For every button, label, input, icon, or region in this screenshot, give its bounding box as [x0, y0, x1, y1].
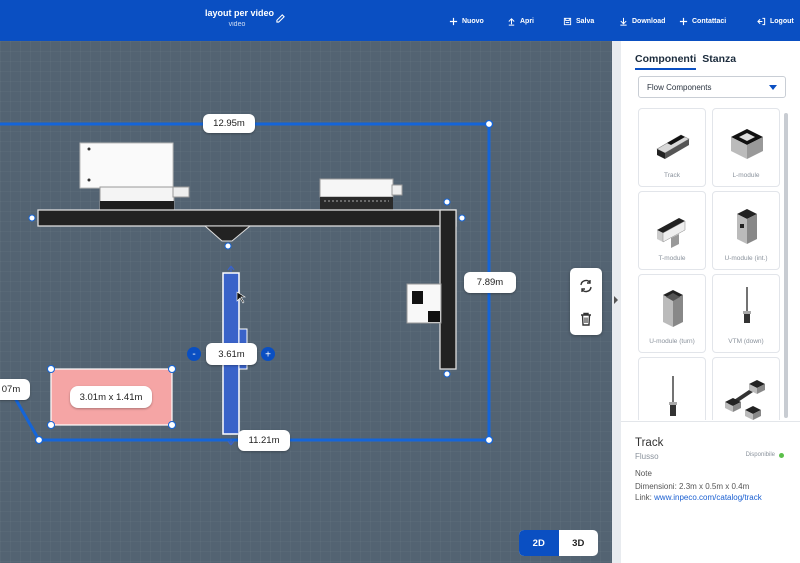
- chevron-down-icon: [769, 85, 777, 90]
- detail-component-category: Flusso: [635, 452, 659, 461]
- availability-status: Disponibile: [745, 452, 775, 458]
- project-title-block: layout per video video: [205, 8, 275, 28]
- top-wall-dimension: 12.95m: [203, 114, 255, 133]
- component-grid: Track L-module T-m: [638, 108, 782, 420]
- top-toolbar: layout per video video Nuovo Apri Salva …: [0, 0, 800, 41]
- category-select[interactable]: Flow Components: [638, 76, 786, 98]
- component-panel: Componenti Stanza Flow Components Track: [621, 41, 800, 563]
- download-icon: [620, 17, 627, 26]
- open-button[interactable]: Apri: [507, 15, 534, 27]
- trash-icon: [581, 312, 591, 326]
- tab-room[interactable]: Stanza: [702, 53, 737, 65]
- chevron-right-icon: [614, 296, 618, 304]
- track-vertical-right[interactable]: [406, 209, 457, 370]
- catalog-link[interactable]: www.inpeco.com/catalog/track: [654, 493, 762, 502]
- vtm-up-icon: [669, 376, 677, 416]
- object-tools: [570, 268, 602, 335]
- l-module-icon: [731, 129, 763, 159]
- length-increase-button[interactable]: +: [261, 347, 275, 361]
- panel-divider: [621, 421, 800, 422]
- floor-plan-drawing: - +: [0, 119, 494, 446]
- tab-components[interactable]: Componenti: [635, 53, 697, 70]
- category-select-value: Flow Components: [647, 82, 712, 92]
- save-button[interactable]: Salva: [563, 15, 594, 27]
- u-module-turn-icon: [663, 290, 683, 327]
- download-button[interactable]: Download: [619, 15, 665, 27]
- mouse-cursor: [236, 291, 247, 304]
- detail-link-row: Link: www.inpeco.com/catalog/track: [635, 493, 762, 502]
- length-decrease-button[interactable]: -: [187, 347, 201, 361]
- track-length-dimension: 3.61m: [206, 343, 257, 365]
- component-card-u-module-int[interactable]: U-module (int.): [712, 191, 780, 270]
- track-end-handles[interactable]: [28, 198, 466, 378]
- status-dot-icon: [779, 453, 784, 458]
- switch-module-icon: [725, 380, 765, 420]
- component-label: Track: [663, 172, 680, 179]
- edit-title-icon[interactable]: [276, 10, 285, 28]
- u-module-int-icon: [737, 209, 757, 244]
- left-wall-dimension: 07m: [0, 379, 30, 400]
- component-list-scrollbar[interactable]: [784, 113, 788, 418]
- component-label: U-module (turn): [649, 338, 695, 345]
- upload-icon: [508, 17, 515, 26]
- panel-tabs: Componenti Stanza: [635, 53, 736, 70]
- floor-plan-canvas[interactable]: - + 12.95m 7.89m 11.21m 07m 3.61m: [0, 41, 612, 563]
- component-card-switch[interactable]: [712, 357, 780, 420]
- logout-icon: [757, 17, 766, 25]
- rotate-icon: [580, 279, 592, 293]
- component-label: T-module: [658, 255, 686, 262]
- component-card-track[interactable]: Track: [638, 108, 706, 187]
- component-label: U-module (int.): [724, 255, 768, 262]
- area-size-dimension: 3.01m x 1.41m: [70, 386, 152, 408]
- save-button-label: Salva: [576, 17, 595, 25]
- detail-note-label: Note: [635, 469, 652, 478]
- delete-button[interactable]: [578, 311, 594, 327]
- project-subtitle: video: [228, 21, 246, 28]
- track-module-icon: [656, 134, 690, 159]
- plus-icon: [449, 17, 458, 25]
- detail-link-label: Link:: [635, 493, 652, 502]
- view-mode-toggle: 2D 3D: [519, 530, 598, 556]
- component-card-vtm-down[interactable]: VTM (down): [712, 274, 780, 353]
- component-label: VTM (down): [728, 338, 764, 345]
- length-decrease-label: -: [192, 349, 195, 360]
- rotate-button[interactable]: [578, 278, 594, 294]
- save-icon: [563, 17, 572, 25]
- logout-button-label: Logout: [770, 17, 794, 25]
- new-button[interactable]: Nuovo: [449, 15, 484, 27]
- component-card-u-module-turn[interactable]: U-module (turn): [638, 274, 706, 353]
- new-button-label: Nuovo: [462, 17, 484, 25]
- t-module-icon: [657, 218, 686, 248]
- detail-dimensions: Dimensioni: 2.3m x 0.5m x 0.4m: [635, 482, 750, 491]
- detail-component-name: Track: [635, 437, 664, 449]
- analyzer-module-left[interactable]: [79, 142, 190, 216]
- view-2d-button[interactable]: 2D: [519, 530, 559, 556]
- component-label: L-module: [732, 172, 760, 179]
- project-title: layout per video: [205, 8, 275, 18]
- panel-collapse-handle[interactable]: [612, 41, 621, 563]
- bottom-wall-dimension: 11.21m: [238, 430, 290, 451]
- right-wall-dimension: 7.89m: [464, 272, 516, 293]
- contact-button[interactable]: Contattaci: [679, 15, 726, 27]
- open-button-label: Apri: [520, 17, 534, 25]
- vtm-down-icon: [743, 287, 751, 323]
- component-card-vtm-up[interactable]: [638, 357, 706, 420]
- logout-button[interactable]: Logout: [757, 15, 794, 27]
- view-3d-button[interactable]: 3D: [572, 537, 585, 549]
- track-horizontal[interactable]: [37, 209, 457, 242]
- wall-handles[interactable]: [34, 119, 494, 445]
- contact-button-label: Contattaci: [692, 17, 727, 25]
- component-card-l-module[interactable]: L-module: [712, 108, 780, 187]
- download-button-label: Download: [632, 17, 666, 25]
- component-card-t-module[interactable]: T-module: [638, 191, 706, 270]
- plus-icon: [679, 17, 688, 25]
- length-increase-label: +: [265, 350, 271, 361]
